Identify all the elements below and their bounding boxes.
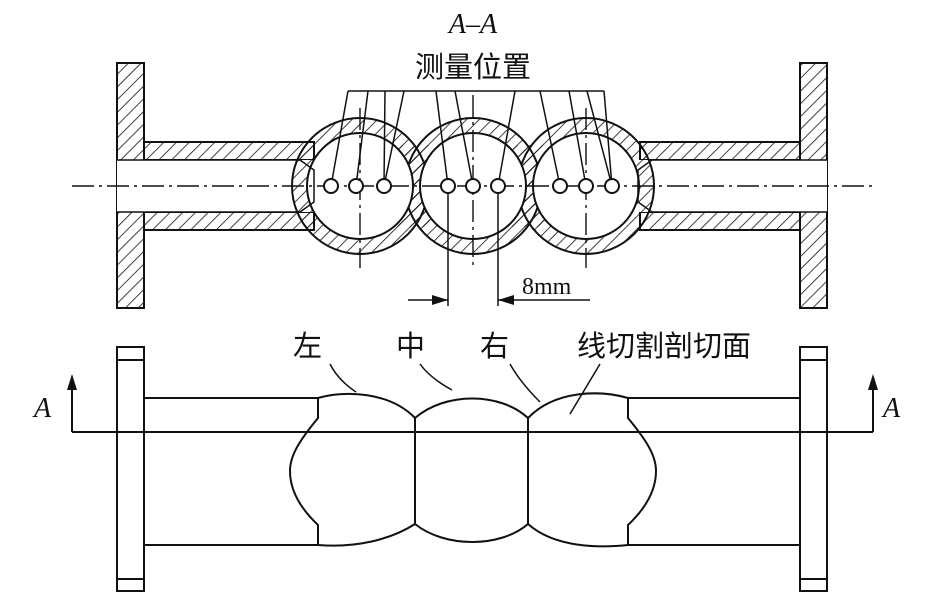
left-pipe xyxy=(144,397,318,546)
point-left-3 xyxy=(376,178,392,194)
measure-title: 测量位置 xyxy=(415,50,531,84)
label-left: 左 xyxy=(293,329,322,363)
label-leaders xyxy=(329,363,601,415)
label-middle: 中 xyxy=(396,329,425,363)
point-left-2 xyxy=(348,178,364,194)
measurement-points xyxy=(323,178,620,194)
left-pipe-wall-bottom xyxy=(143,211,315,231)
point-mid-1 xyxy=(440,178,456,194)
point-right-2 xyxy=(578,178,594,194)
label-cut-face: 线切割剖切面 xyxy=(577,329,751,363)
left-flange xyxy=(116,346,145,592)
measure-leaders xyxy=(330,90,613,187)
point-left-1 xyxy=(323,178,339,194)
label-right: 右 xyxy=(480,329,509,363)
point-mid-2 xyxy=(465,178,481,194)
dimension-label: 8mm xyxy=(522,274,572,300)
left-pipe-wall-top xyxy=(143,141,315,161)
right-pipe-wall-top xyxy=(639,141,801,161)
chamber-outline xyxy=(288,392,658,548)
point-right-3 xyxy=(604,178,620,194)
right-flange xyxy=(799,346,828,592)
section-view: 8mm A–A 测量位置 xyxy=(72,9,875,309)
right-pipe-wall-bottom xyxy=(639,211,801,231)
section-title: A–A xyxy=(447,9,498,40)
point-right-1 xyxy=(552,178,568,194)
dimension-8mm: 8mm xyxy=(408,193,590,306)
right-pipe xyxy=(628,397,800,546)
outside-view: A A 左 中 右 线切割剖切面 xyxy=(32,329,901,592)
point-mid-3 xyxy=(490,178,506,194)
section-mark-left: A xyxy=(32,393,52,424)
section-mark-right: A xyxy=(881,393,901,424)
